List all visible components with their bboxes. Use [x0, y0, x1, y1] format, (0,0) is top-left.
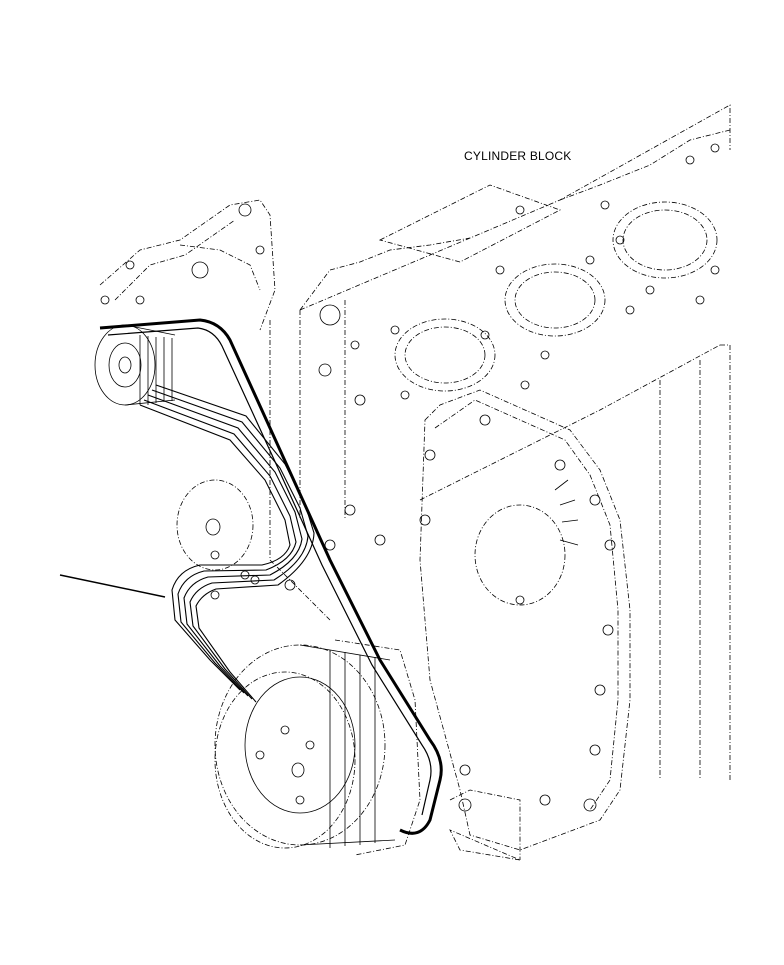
crankshaft-pulley — [214, 639, 421, 856]
cylinder-block-outline — [269, 104, 731, 780]
idler-pulley — [176, 479, 386, 600]
front-cover-outline — [419, 389, 631, 861]
drive-belt — [99, 318, 443, 835]
alternator-pulley — [94, 324, 176, 406]
alternator-outline — [99, 199, 276, 331]
cylinder-block-label: CYLINDER BLOCK — [464, 149, 572, 163]
belt-leader-line — [59, 574, 166, 598]
